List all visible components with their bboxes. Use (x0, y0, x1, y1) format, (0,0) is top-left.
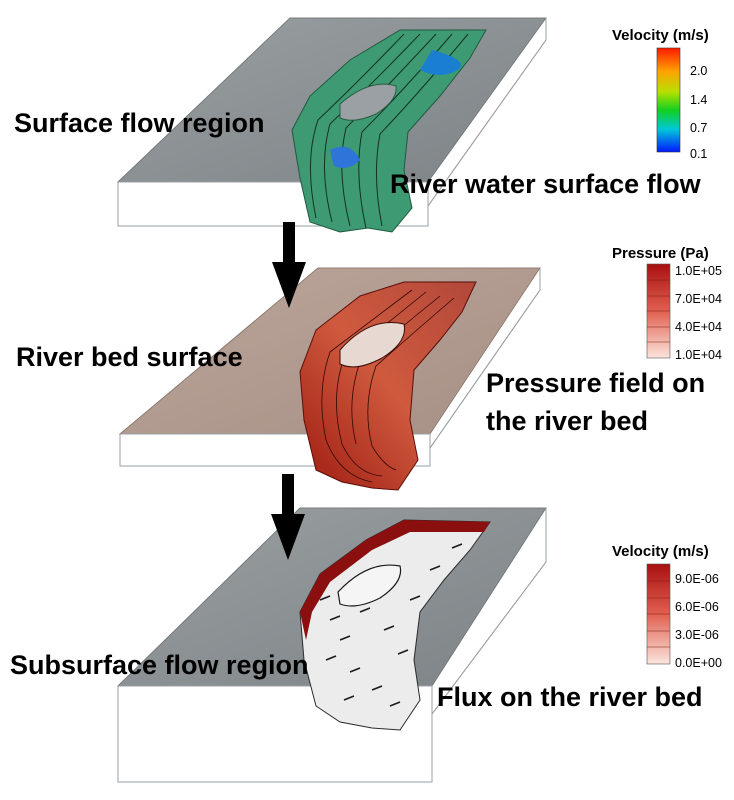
legend-tick: 0.7 (690, 121, 707, 135)
surface-flow-panel (117, 17, 547, 233)
subsurface-island (337, 564, 402, 607)
legend-bed-pressure: Pressure (Pa) 1.0E+05 7.0E+04 4.0E+04 1.… (612, 245, 722, 362)
river-water-flow (291, 29, 487, 233)
legend-tick: 7.0E+04 (675, 292, 722, 306)
subsurface-flow-region-label: Subsurface flow region (10, 650, 309, 680)
legend-title: Velocity (m/s) (612, 543, 709, 560)
legend-tick: 9.0E-06 (675, 572, 719, 586)
legend-tick: 1.0E+04 (675, 348, 722, 362)
legend-subsurface-velocity: Velocity (m/s) 9.0E-06 6.0E-06 3.0E-06 0… (612, 543, 722, 670)
legend-title: Pressure (Pa) (612, 245, 709, 262)
riverbed-panel (118, 267, 541, 491)
legend-color-bar (656, 47, 681, 153)
island (339, 83, 397, 121)
river-bed-surface-label: River bed surface (16, 342, 243, 372)
legend-tick: 2.0 (690, 64, 707, 78)
legend-tick: 6.0E-06 (675, 600, 719, 614)
downward-arrows (271, 222, 306, 560)
flux-high-rim (300, 520, 490, 640)
legend-tick: 1.0E+05 (675, 264, 722, 278)
legend-tick: 0.1 (690, 147, 707, 161)
pressure-field-caption-line-2: the river bed (486, 406, 648, 436)
pressure-field-caption-line-1: Pressure field on (486, 368, 705, 398)
flux-on-river-bed-caption: Flux on the river bed (437, 682, 703, 712)
river-water-surface-flow-caption: River water surface flow (390, 169, 702, 199)
legend-tick: 1.4 (690, 93, 707, 107)
subsurface-panel (117, 507, 547, 783)
pressure-contours (321, 289, 455, 483)
legend-tick: 0.0E+00 (675, 656, 722, 670)
legend-surface-velocity: Velocity (m/s) 2.0 1.4 0.7 0.1 (612, 27, 709, 161)
arrow-surface-to-bed (272, 222, 306, 308)
surface-flow-region-label: Surface flow region (14, 108, 265, 138)
pressure-field (299, 281, 477, 491)
legend-tick: 4.0E+04 (675, 320, 722, 334)
flow-streamlines (309, 33, 469, 229)
legend-tick: 3.0E-06 (675, 628, 719, 642)
legend-title: Velocity (m/s) (612, 27, 709, 44)
panel-labels: Surface flow region River water surface … (10, 108, 705, 712)
flux-streaks (319, 543, 463, 707)
riverbed-island (339, 322, 406, 368)
arrow-bed-to-subsurface (271, 474, 305, 560)
